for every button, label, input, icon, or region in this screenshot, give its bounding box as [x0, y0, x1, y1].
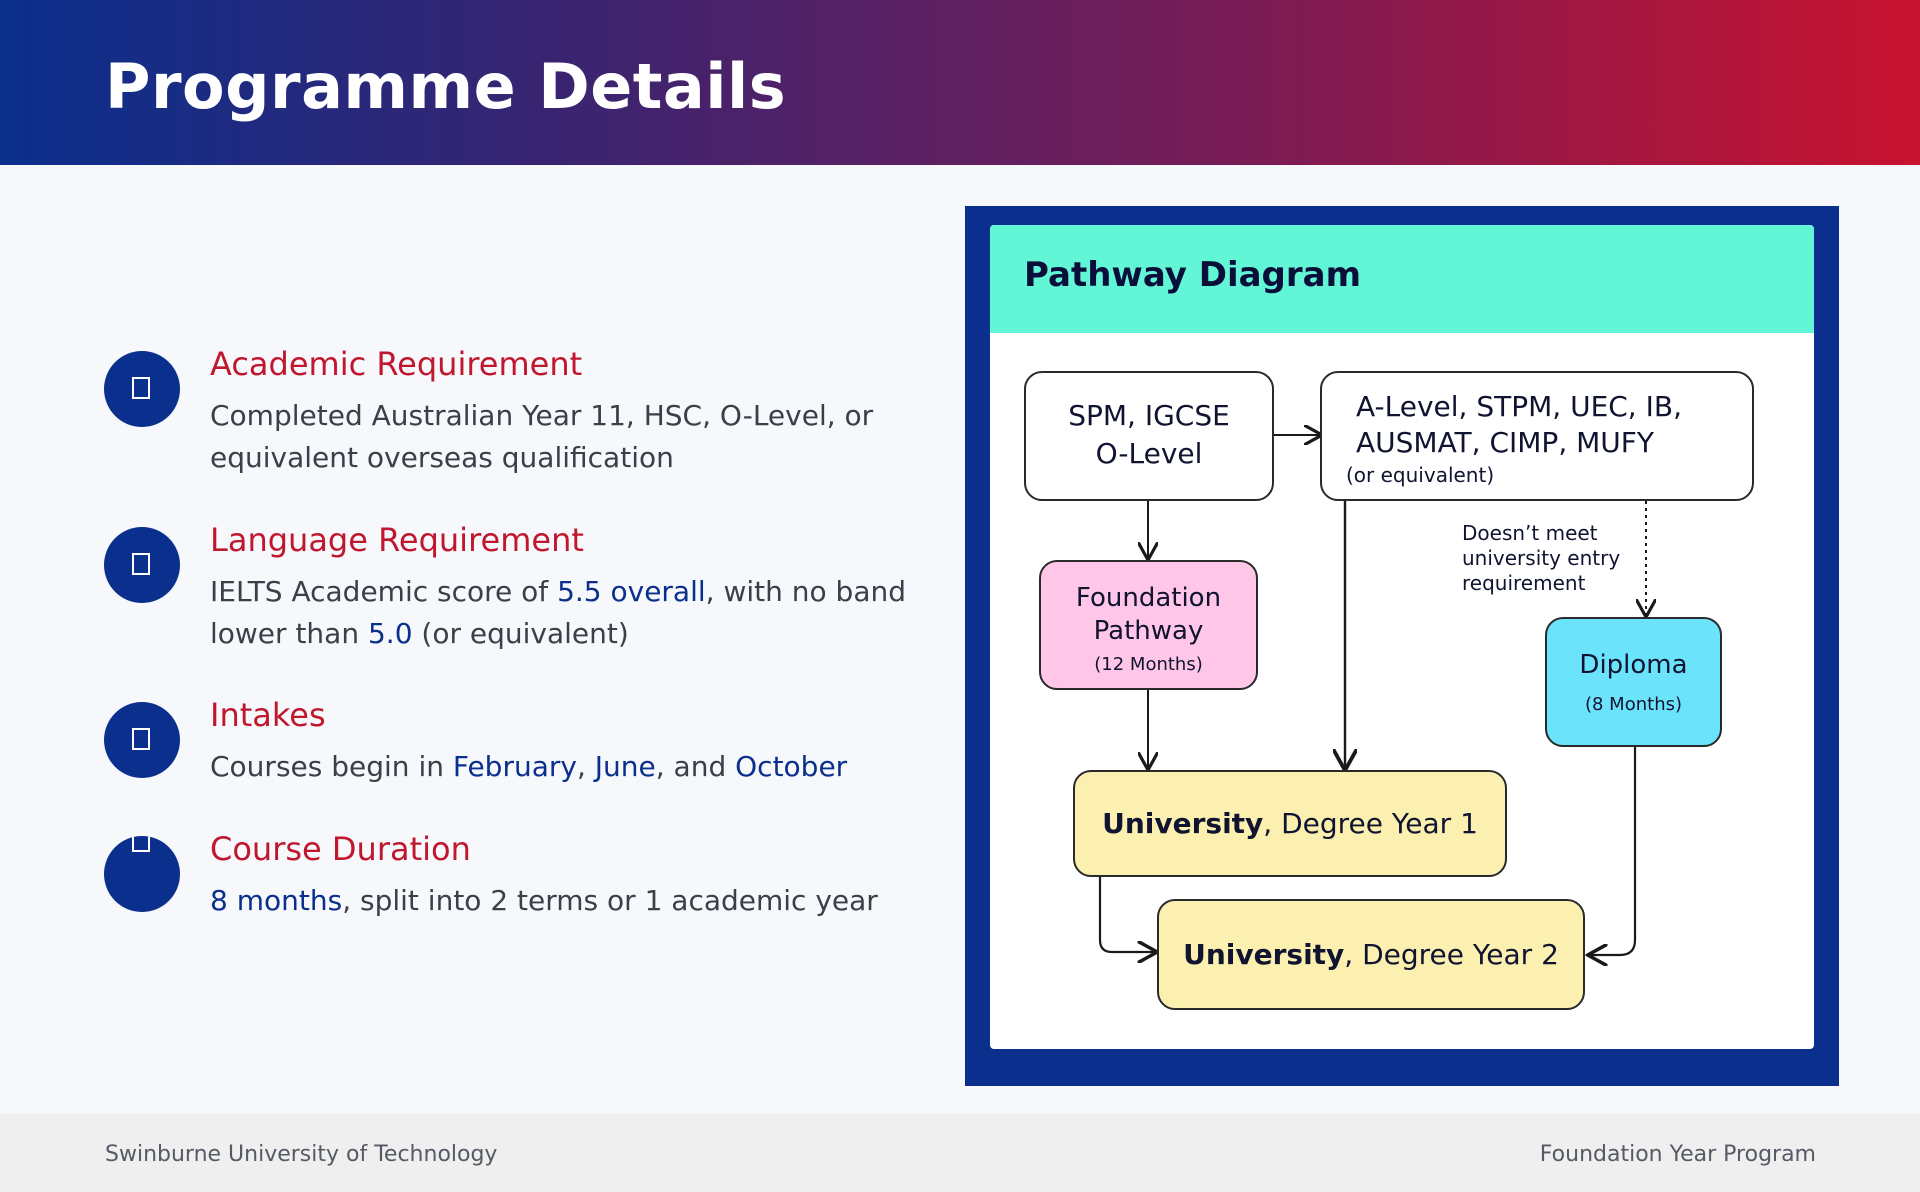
- item-description: Completed Australian Year 11, HSC, O-Lev…: [210, 399, 874, 474]
- node-spm: SPM, IGCSE O-Level: [1024, 371, 1274, 501]
- footer-program: Foundation Year Program: [1539, 1142, 1816, 1167]
- node-year1: University, Degree Year 1: [1073, 770, 1507, 877]
- pathway-diagram: Pathway Diagram SPM, IGCSE O-Level A-Lev…: [990, 225, 1814, 1049]
- node-text-bold: University: [1102, 807, 1264, 840]
- node-year2: University, Degree Year 2: [1157, 899, 1585, 1010]
- item-description: IELTS Academic score of 5.5 overall, wit…: [210, 571, 970, 655]
- node-foundation: Foundation Pathway (12 Months): [1039, 560, 1258, 690]
- header-banner: Programme Details: [0, 0, 1920, 165]
- desc-highlight: 5.5 overall: [557, 575, 706, 608]
- document-icon: [104, 351, 180, 427]
- item-description: 8 months, split into 2 terms or 1 academ…: [210, 880, 970, 922]
- language-icon: [104, 527, 180, 603]
- page-title: Programme Details: [105, 50, 787, 123]
- desc-text: , split into 2 terms or 1 academic year: [342, 884, 878, 917]
- calendar-icon: [104, 702, 180, 778]
- node-text: Foundation: [1075, 583, 1222, 613]
- node-text: A-Level, STPM, UEC, IB,: [1356, 390, 1682, 423]
- desc-text: (or equivalent): [412, 617, 629, 650]
- node-note: (8 Months): [1584, 694, 1682, 715]
- node-diploma: Diploma (8 Months): [1545, 617, 1722, 747]
- item-description: Courses begin in February, June, and Oct…: [210, 746, 970, 788]
- desc-text: , with no band lower than: [210, 575, 906, 650]
- desc-text: IELTS Academic score of: [210, 575, 558, 608]
- clock-icon: [104, 836, 180, 912]
- item-title: Academic Requirement: [210, 345, 583, 383]
- note-text: Doesn’t meet: [1462, 521, 1598, 545]
- desc-highlight: 5.0: [367, 617, 413, 650]
- node-alevel: A-Level, STPM, UEC, IB, AUSMAT, CIMP, MU…: [1320, 371, 1754, 501]
- footer-university: Swinburne University of Technology: [105, 1142, 498, 1167]
- arrow-diploma-to-year2: [1590, 747, 1637, 955]
- footer: Swinburne University of Technology Found…: [0, 1114, 1920, 1192]
- desc-text: ,: [576, 750, 595, 783]
- node-note: (12 Months): [1094, 654, 1203, 675]
- item-title: Intakes: [210, 696, 326, 734]
- node-text: Pathway: [1093, 616, 1204, 646]
- desc-highlight: February: [452, 750, 577, 783]
- diagram-arrows: [1098, 225, 1814, 1049]
- node-text: , Degree Year 2: [1344, 938, 1559, 971]
- note-text: requirement: [1462, 571, 1586, 595]
- note-text: university entry: [1462, 546, 1621, 570]
- node-text: Diploma: [1579, 650, 1688, 680]
- desc-text: Courses begin in: [210, 750, 453, 783]
- node-text: , Degree Year 1: [1263, 807, 1478, 840]
- node-note: (or equivalent): [1346, 463, 1495, 487]
- item-title: Course Duration: [210, 830, 471, 868]
- desc-highlight: October: [735, 750, 848, 783]
- desc-highlight: June: [594, 750, 656, 783]
- arrow-year1-to-year2: [1098, 875, 1155, 952]
- diagram-title: Pathway Diagram: [1024, 255, 1362, 295]
- diagram-note-label: Doesn’t meet university entry requiremen…: [1462, 521, 1620, 596]
- desc-highlight: 8 months: [210, 884, 343, 917]
- node-text: O-Level: [1095, 437, 1203, 470]
- desc-text: , and: [655, 750, 736, 783]
- node-text-bold: University: [1183, 938, 1345, 971]
- node-text: AUSMAT, CIMP, MUFY: [1356, 426, 1654, 459]
- diagram-header: Pathway Diagram: [990, 225, 1814, 333]
- node-text: SPM, IGCSE: [1068, 399, 1230, 432]
- item-title: Language Requirement: [210, 521, 584, 559]
